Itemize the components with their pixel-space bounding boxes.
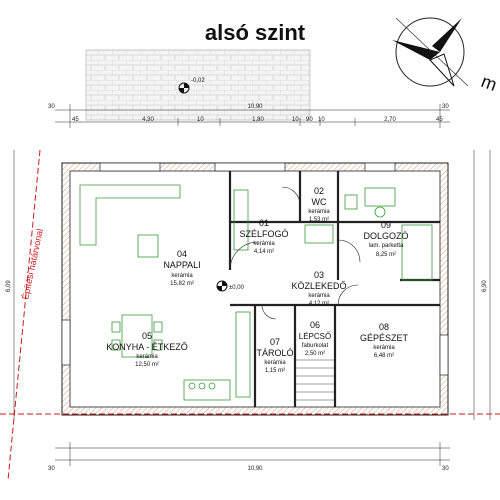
room-01-name: SZÉLFOGÓ <box>239 229 288 239</box>
compass-label: m <box>479 71 500 95</box>
dim-top-seg4: 1,80 <box>252 117 264 123</box>
dim-left-height: 6,09 <box>6 280 12 292</box>
furniture <box>79 184 433 401</box>
level-marker-icon <box>216 280 228 292</box>
dim-top-seg7: 10 <box>318 117 325 123</box>
room-01-area: 4,14 m² <box>254 249 274 255</box>
windows <box>61 162 449 376</box>
top-dimensions <box>55 104 450 128</box>
room-03-name: KÖZLEKEDŐ <box>291 281 346 291</box>
room-05-material: kerámia <box>136 354 158 360</box>
room-04-material: kerámia <box>171 273 193 279</box>
bottom-dimensions <box>55 442 450 466</box>
room-05-area: 12,50 m² <box>135 362 159 368</box>
interior-level: ±0,00 <box>229 285 245 291</box>
dim-top-right: 30 <box>442 104 449 110</box>
room-07-number: 07 <box>270 337 280 347</box>
room-06-number: 06 <box>310 320 320 330</box>
room-09-material: lam. parketta <box>369 243 404 249</box>
room-02-area: 1,53 m² <box>309 217 329 223</box>
side-dimensions <box>13 150 491 420</box>
dim-top-seg3: 10 <box>197 117 204 123</box>
staircase <box>296 359 334 401</box>
room-08-name: GÉPÉSZET <box>360 333 409 343</box>
room-09-area: 8,25 m² <box>376 252 396 258</box>
room-04-name: NAPPALI <box>163 260 200 270</box>
room-08-material: kerámia <box>373 345 395 351</box>
room-06-area: 2,50 m² <box>305 351 325 357</box>
plan-title: alsó szint <box>205 20 306 45</box>
room-07-material: kerámia <box>264 360 286 366</box>
room-01-number: 01 <box>259 218 269 228</box>
dim-bottom-left: 30 <box>48 466 55 472</box>
room-02-number: 02 <box>314 186 324 196</box>
room-08-number: 08 <box>379 322 389 332</box>
room-09-number: 09 <box>381 220 391 230</box>
room-02-name: WC <box>312 197 327 207</box>
room-09-name: DOLGOZÓ <box>363 231 408 241</box>
room-06-material: faburkolat <box>302 343 329 349</box>
dim-right-height: 6,90 <box>482 280 488 292</box>
room-01-material: kerámia <box>253 241 275 247</box>
dim-top-seg2: 4,30 <box>142 117 154 123</box>
room-07-name: TÁROLÓ <box>256 348 293 358</box>
room-03-number: 03 <box>314 270 324 280</box>
dim-top-left: 30 <box>48 104 55 110</box>
dim-top-seg8: 2,70 <box>384 117 396 123</box>
dim-top-seg1: 45 <box>72 117 79 123</box>
terrace-paving <box>85 49 311 121</box>
room-08-area: 6,48 m² <box>374 353 394 359</box>
door-arcs <box>229 186 361 320</box>
room-04-area: 15,82 m² <box>170 281 194 287</box>
room-02-material: kerámia <box>308 209 330 215</box>
terrace-level: -0,02 <box>191 78 205 84</box>
room-06-name: LÉPCSŐ <box>299 332 331 341</box>
room-03-area: 4,12 m² <box>309 301 329 307</box>
dim-top-total: 10,90 <box>247 104 263 110</box>
room-04-number: 04 <box>177 249 187 259</box>
room-05-number: 05 <box>142 331 152 341</box>
dim-top-seg5: 10 <box>292 117 299 123</box>
room-03-material: kerámia <box>308 293 330 299</box>
building-line <box>0 149 500 481</box>
north-arrow-icon <box>392 17 469 87</box>
dim-top-seg9: 45 <box>436 117 443 123</box>
dim-bottom-total: 10,90 <box>247 466 263 472</box>
building-line-label: Építési határvonal <box>20 228 45 301</box>
dim-top-seg6: 90 <box>306 117 313 123</box>
room-05-name: KONYHA - ÉTKEZŐ <box>106 342 188 352</box>
dim-bottom-right: 30 <box>442 466 449 472</box>
room-07-area: 1,15 m² <box>265 368 285 374</box>
